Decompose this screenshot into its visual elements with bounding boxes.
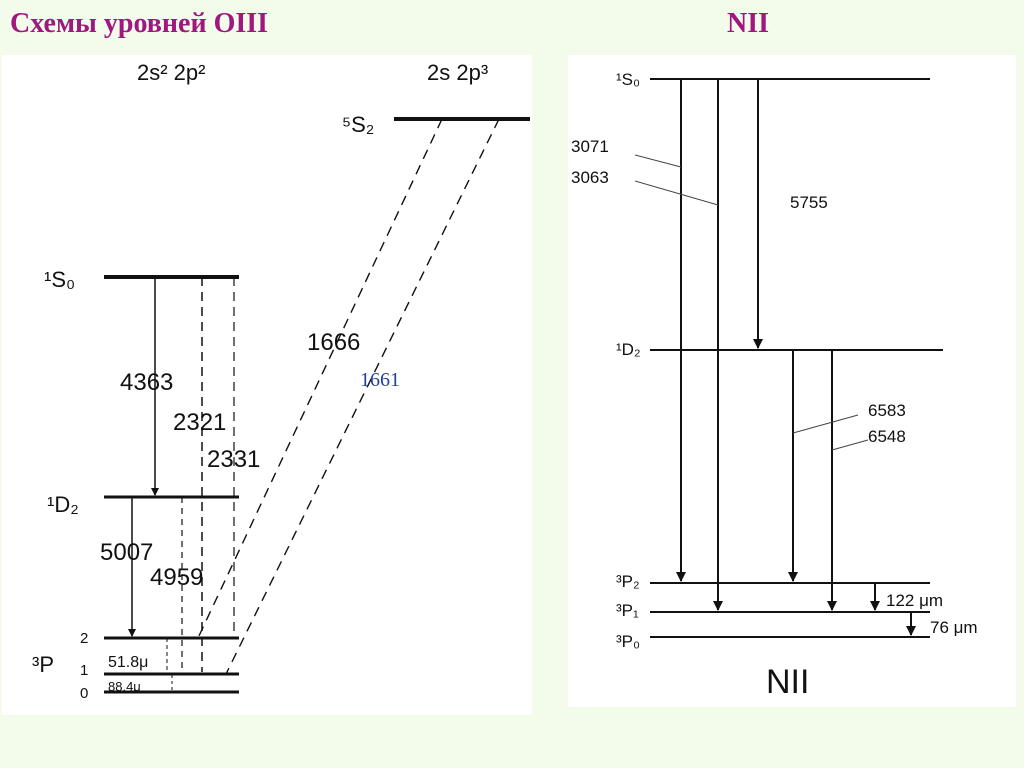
- label-5755: 5755: [790, 193, 828, 212]
- label-1S0: ¹S₀: [616, 70, 640, 89]
- leader-3063: [634, 180, 719, 206]
- label-3P2: ³P₂: [616, 572, 640, 591]
- label-76um: 76 μm: [930, 618, 978, 637]
- label-4363: 4363: [120, 369, 173, 396]
- label-2321: 2321: [173, 409, 226, 436]
- nii-diagram: ¹S₀ ¹D₂ ³P₂ ³P₁ ³P₀ 3071 3063 5755 6583 …: [571, 70, 978, 701]
- title-oiii: Схемы уровней OIII: [10, 8, 269, 39]
- oiii-diagram: 2s² 2p² 2s 2p³ ⁵S₂ ¹S₀ ¹D₂ ³P 2 1 0 4363…: [32, 60, 530, 702]
- label-3063: 3063: [571, 168, 609, 187]
- config-ground: 2s² 2p²: [137, 60, 205, 85]
- leader-6548: [831, 439, 869, 451]
- label-1666: 1666: [307, 329, 360, 356]
- title-nii: NII: [727, 8, 770, 39]
- label-1S0: ¹S₀: [44, 267, 75, 292]
- label-1D2: ¹D₂: [47, 492, 79, 517]
- label-nii-name: NII: [766, 663, 809, 701]
- nii-diagram-panel: ¹S₀ ¹D₂ ³P₂ ³P₁ ³P₀ 3071 3063 5755 6583 …: [568, 55, 1016, 707]
- leader-6583: [792, 414, 859, 434]
- label-4959: 4959: [150, 564, 203, 591]
- label-3P1: ³P₁: [616, 601, 639, 620]
- label-1661: 1661: [360, 369, 400, 391]
- leader-3071: [634, 154, 682, 168]
- label-6548: 6548: [868, 427, 906, 446]
- transition-1661: [225, 118, 500, 675]
- label-j2: 2: [80, 630, 88, 647]
- label-1D2: ¹D₂: [616, 340, 641, 359]
- label-51-8um: 51.8μ: [108, 654, 148, 671]
- label-2331: 2331: [207, 446, 260, 473]
- transition-1666: [197, 118, 443, 639]
- label-6583: 6583: [868, 401, 906, 420]
- label-j0: 0: [80, 685, 88, 702]
- label-5S2: ⁵S₂: [342, 112, 374, 137]
- label-122um: 122 μm: [886, 591, 943, 610]
- label-j1: 1: [80, 662, 88, 679]
- label-3071: 3071: [571, 137, 609, 156]
- label-3P: ³P: [32, 652, 54, 677]
- label-3P0: ³P₀: [616, 632, 640, 651]
- label-5007: 5007: [100, 539, 153, 566]
- config-excited: 2s 2p³: [427, 60, 488, 85]
- oiii-diagram-panel: 2s² 2p² 2s 2p³ ⁵S₂ ¹S₀ ¹D₂ ³P 2 1 0 4363…: [2, 55, 532, 715]
- label-88-4um: 88.4μ: [108, 679, 141, 694]
